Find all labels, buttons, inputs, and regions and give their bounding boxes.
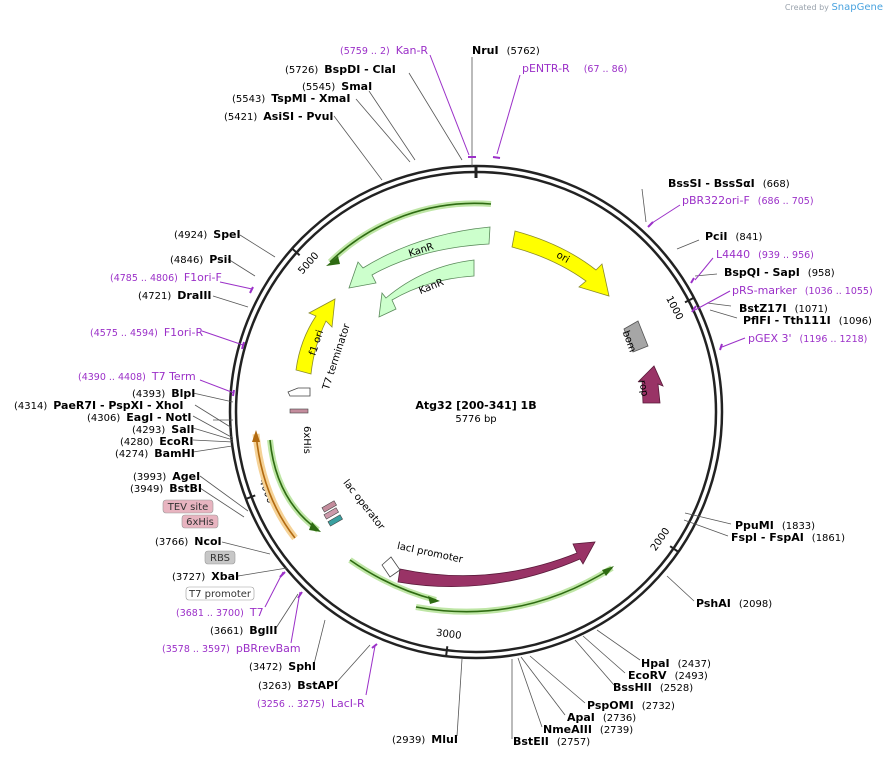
- laci-feature[interactable]: [397, 541, 596, 588]
- enzyme-label-PaeR7I-PspXI-XhoI[interactable]: (4314)PaeR7I - PspXI - XhoI: [14, 399, 183, 412]
- enzyme-label-SalI[interactable]: (4293)SalI: [132, 423, 194, 436]
- sixhis-top-feature[interactable]: [289, 408, 309, 414]
- boxed-label-rbs[interactable]: RBS: [204, 550, 236, 565]
- enzyme-label-FspI-FspAI[interactable]: FspI - FspAI(1861): [731, 531, 845, 544]
- enzyme-label-SmaI[interactable]: (5545)SmaI: [302, 80, 372, 93]
- primer-label-T7[interactable]: (3681 .. 3700)T7: [176, 606, 264, 619]
- primer-label-pENTR-R[interactable]: pENTR-R(67 .. 86): [522, 62, 627, 75]
- sixhis-feature[interactable]: [327, 514, 343, 527]
- enzyme-label-BlpI[interactable]: (4393)BlpI: [132, 387, 195, 400]
- enzyme-label-BamHI[interactable]: (4274)BamHI: [115, 447, 195, 460]
- lac-operator-feature[interactable]: [321, 500, 337, 513]
- boxed-label-t7-promoter[interactable]: T7 promoter: [185, 586, 255, 601]
- leader-lines: [192, 57, 738, 739]
- rop-label: rop: [636, 379, 650, 397]
- enzyme-label-XbaI[interactable]: (3727)XbaI: [172, 570, 239, 583]
- tick-label-2000: 2000: [649, 526, 673, 553]
- enzyme-label-EcoRI[interactable]: (4280)EcoRI: [120, 435, 193, 448]
- enzyme-label-BstEII[interactable]: BstEII(2757): [513, 735, 590, 748]
- tick-mark-4000: [245, 494, 256, 500]
- enzyme-label-AsiSI-PvuI[interactable]: (5421)AsiSI - PvuI: [224, 110, 334, 123]
- enzyme-label-DraIII[interactable]: (4721)DraIII: [138, 289, 212, 302]
- svg-text:6xHis: 6xHis: [186, 517, 214, 528]
- snapgene-logo: SnapGene: [831, 2, 883, 13]
- enzyme-label-BssSI-BssSaI[interactable]: BssSI - BssSαI(668): [668, 177, 790, 190]
- sixhis-top-label: 6xHis: [301, 426, 312, 454]
- primer-label-pBR322ori-F[interactable]: pBR322ori-F(686 .. 705): [682, 194, 814, 207]
- enzyme-label-BstBI[interactable]: (3949)BstBI: [130, 482, 202, 495]
- enzyme-label-TspMI-XmaI[interactable]: (5543)TspMI - XmaI: [232, 92, 350, 105]
- laci-promoter-label: lacI promoter: [396, 541, 465, 566]
- enzyme-label-PciI[interactable]: PciI(841): [705, 230, 762, 243]
- enzyme-label-MluI[interactable]: (2939)MluI: [392, 733, 458, 746]
- kanr-feature-1[interactable]: [348, 226, 491, 289]
- primer-markers: [232, 156, 723, 649]
- enzyme-label-BstAPI[interactable]: (3263)BstAPI: [258, 679, 338, 692]
- enzyme-label-SpeI[interactable]: (4924)SpeI: [174, 228, 241, 241]
- laci-label: lacI: [488, 583, 507, 596]
- primer-label-L4440[interactable]: L4440(939 .. 956): [716, 248, 814, 261]
- enzyme-label-BspDI-ClaI[interactable]: (5726)BspDI - ClaI: [285, 63, 396, 76]
- enzyme-label-HpaI[interactable]: HpaI(2437): [641, 657, 711, 670]
- enzyme-label-BglII[interactable]: (3661)BglII: [210, 624, 277, 637]
- tev-site-feature[interactable]: [323, 507, 339, 520]
- bom-feature[interactable]: [623, 320, 649, 353]
- enzyme-label-EagI-NotI[interactable]: (4306)EagI - NotI: [87, 411, 192, 424]
- primer-label-pGEX3[interactable]: pGEX 3'(1196 .. 1218): [748, 332, 867, 345]
- svg-text:T7 promoter: T7 promoter: [188, 589, 252, 600]
- rop-feature[interactable]: [637, 365, 664, 404]
- enzyme-label-NmeAIII[interactable]: NmeAIII(2739): [543, 723, 633, 736]
- enzyme-label-SphI[interactable]: (3472)SphI: [249, 660, 316, 673]
- enzyme-label-ApaI[interactable]: ApaI(2736): [567, 711, 636, 724]
- enzyme-label-EcoRV[interactable]: EcoRV(2493): [628, 669, 708, 682]
- primer-label-F1ori-R[interactable]: (4575 .. 4594)F1ori-R: [90, 326, 203, 339]
- plasmid-name: Atg32 [200-341] 1B: [415, 399, 536, 412]
- enzyme-label-PshAI[interactable]: PshAI(2098): [696, 597, 772, 610]
- enzyme-label-AgeI[interactable]: (3993)AgeI: [133, 470, 200, 483]
- tick-mark-3000: [445, 646, 449, 657]
- enzyme-label-BspQI-SapI[interactable]: BspQI - SapI(958): [724, 266, 835, 279]
- laci-promoter-feature[interactable]: [381, 556, 401, 578]
- primer-label-Kan-R[interactable]: (5759 .. 2)Kan-R: [340, 44, 428, 57]
- enzyme-label-BssHII[interactable]: BssHII(2528): [613, 681, 693, 694]
- enzyme-label-NruI[interactable]: NruI(5762): [472, 44, 540, 57]
- plasmid-size: 5776 bp: [455, 414, 496, 425]
- enzyme-label-NcoI[interactable]: (3766)NcoI: [155, 535, 222, 548]
- ori-feature[interactable]: [511, 230, 610, 297]
- enzyme-label-PflFI-Tth111I[interactable]: PflFI - Tth111I(1096): [743, 314, 872, 327]
- enzyme-label-BstZ17I[interactable]: BstZ17I(1071): [739, 302, 828, 315]
- svg-text:RBS: RBS: [210, 553, 230, 564]
- tick-mark-5000: [291, 247, 301, 256]
- tick-label-3000: 3000: [435, 628, 462, 642]
- snapgene-credit: Created by SnapGene: [784, 2, 883, 13]
- lac-operator-label: lac operator: [341, 478, 388, 533]
- tick-mark-1000: [684, 296, 695, 304]
- enzyme-label-PspOMI[interactable]: PspOMI(2732): [587, 699, 675, 712]
- svg-text:TEV site: TEV site: [167, 502, 209, 513]
- tick-label-5000: 5000: [296, 250, 321, 276]
- t7-terminator-feature[interactable]: [287, 387, 311, 397]
- primer-label-pBRrevBam[interactable]: (3578 .. 3597)pBRrevBam: [162, 642, 301, 655]
- f1-ori-feature[interactable]: [295, 298, 336, 375]
- boxed-label-tev[interactable]: TEV site: [162, 499, 214, 514]
- primer-label-F1ori-F[interactable]: (4785 .. 4806)F1ori-F: [110, 271, 222, 284]
- enzyme-label-PsiI[interactable]: (4846)PsiI: [170, 253, 232, 266]
- primer-label-T7-Term[interactable]: (4390 .. 4408)T7 Term: [78, 370, 196, 383]
- primer-label-LacI-R[interactable]: (3256 .. 3275)LacI-R: [257, 697, 365, 710]
- primer-lines: [199, 54, 746, 696]
- kanr-feature-2[interactable]: [378, 259, 475, 318]
- enzyme-label-PpuMI[interactable]: PpuMI(1833): [735, 519, 815, 532]
- primer-label-pRS-marker[interactable]: pRS-marker(1036 .. 1055): [732, 284, 873, 297]
- tick-mark-2000: [669, 545, 679, 553]
- boxed-label-6xhis[interactable]: 6xHis: [181, 514, 219, 529]
- tick-label-1000: 1000: [663, 294, 685, 322]
